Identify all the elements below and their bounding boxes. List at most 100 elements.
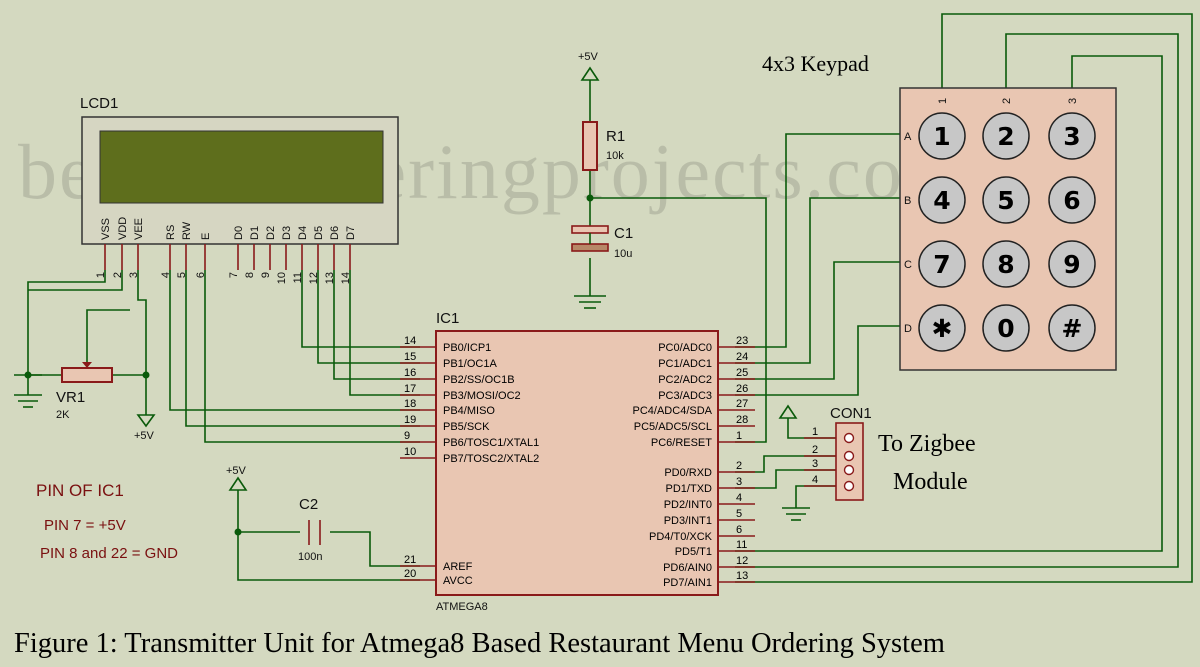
con1-pin-number: 1	[812, 426, 818, 438]
con1-pin-hole	[843, 432, 855, 444]
ic1-pin-number: 11	[736, 539, 747, 551]
vr1-body	[61, 367, 113, 383]
wire-wiper	[86, 309, 130, 366]
lcd-pin-name: D1	[249, 226, 261, 240]
keypad-row-label: C	[904, 259, 912, 271]
wire-row-d	[735, 325, 900, 396]
con1-pin-number: 4	[812, 474, 818, 486]
con1-pin-number: 3	[812, 458, 818, 470]
lcd-pin-number: 12	[308, 272, 320, 284]
keypad-key-label: 9	[1063, 250, 1080, 279]
r1-value: 10k	[606, 150, 624, 162]
wire-avcc	[237, 490, 420, 581]
ic1-pin-number: 15	[404, 351, 416, 363]
c1-ref: C1	[614, 225, 633, 242]
lcd-ref: LCD1	[80, 95, 118, 112]
lcd-pin-name: VEE	[133, 218, 145, 240]
lcd-pins: VSS1VDD2VEE3RS4RW5E6D07D18D29D310D411D51…	[95, 217, 357, 285]
keypad-row-label: D	[904, 323, 912, 335]
keypad-key	[982, 112, 1030, 160]
wire-vss-gnd	[27, 270, 106, 375]
ic1-pin-number: 23	[736, 335, 748, 347]
ic1-pin-label: PD6/AIN0	[663, 562, 712, 574]
ic1-pin-label: PB7/TOSC2/XTAL2	[443, 453, 539, 465]
keypad-key	[918, 112, 966, 160]
ic1-part: ATMEGA8	[436, 601, 488, 613]
c1-plate-bottom	[571, 243, 609, 252]
keypad-key	[918, 176, 966, 224]
ic1-pin-label: PB4/MISO	[443, 405, 495, 417]
wires	[14, 13, 1193, 583]
ic1-pin-number: 9	[404, 430, 410, 442]
lcd-pin-name: RW	[181, 221, 193, 240]
ic1-pin-label: PC1/ADC1	[658, 358, 712, 370]
lcd-pin-name: D7	[345, 226, 357, 240]
wire-e	[204, 270, 420, 443]
keypad-key-label: 0	[997, 314, 1014, 343]
con1-pin-number: 2	[812, 444, 818, 456]
ic1-pin-number: 14	[404, 335, 416, 347]
r1-body	[582, 121, 598, 171]
ic1-pin-label: PC0/ADC0	[658, 342, 712, 354]
keypad-key-label: 7	[933, 250, 950, 279]
ic1-pins: 14PB0/ICP115PB1/OC1A16PB2/SS/OC1B17PB3/M…	[400, 335, 755, 589]
ic1-pin-label: PB5/SCK	[443, 421, 490, 433]
lcd-pin-number: 13	[324, 272, 336, 284]
wire-d4	[301, 270, 420, 348]
ic1-pin-number: 24	[736, 351, 748, 363]
lcd-pin-number: 4	[160, 272, 172, 278]
ic1-pin-label: PD0/RXD	[664, 467, 712, 479]
ic1-pin-label: PC3/ADC3	[658, 390, 712, 402]
ic1-pin-number: 6	[736, 524, 742, 536]
ic1-pin-number: 28	[736, 414, 748, 426]
junction-dot	[234, 528, 242, 536]
c1-capacitor: C1 10u	[571, 225, 633, 260]
lcd-pin-name: D6	[329, 226, 341, 240]
keypad-row-label: A	[904, 131, 912, 143]
ic1-ref: IC1	[436, 310, 459, 327]
c1-plate-top	[571, 225, 609, 234]
lcd-pin-number: 9	[260, 272, 272, 278]
ic1-pin-label: PC2/ADC2	[658, 374, 712, 386]
ic1-pin-label: PD5/T1	[675, 546, 712, 558]
vcc-symbol-c2: +5V	[226, 465, 248, 491]
c2-ref: C2	[299, 496, 318, 513]
keypad-key	[1048, 112, 1096, 160]
keypad-key-label: 5	[997, 186, 1014, 215]
notes-line2: PIN 8 and 22 = GND	[40, 545, 178, 562]
vr1-ref: VR1	[56, 389, 85, 406]
keypad-key-label: 3	[1063, 122, 1080, 151]
keypad-key-label: 6	[1063, 186, 1080, 215]
ground-symbol-con1	[782, 507, 810, 521]
ic1-pin-number: 19	[404, 414, 416, 426]
ic1-pin-number: 26	[736, 383, 748, 395]
wire-rs	[169, 270, 420, 411]
ic1-pin-number: 3	[736, 476, 742, 488]
lcd-screen	[99, 130, 384, 204]
keypad-title: 4x3 Keypad	[762, 51, 869, 76]
vcc-symbol-vr1: +5V	[134, 414, 156, 442]
ic1-pin-number: 1	[736, 430, 742, 442]
lcd-pin-name: E	[200, 233, 212, 240]
wire-row-c	[735, 261, 900, 380]
wire-d5	[317, 270, 420, 364]
lcd-pin-name: D5	[313, 226, 325, 240]
ic1-pin-label: PD2/INT0	[664, 499, 712, 511]
lcd-pin-number: 3	[128, 272, 140, 278]
lcd-pin-name: D3	[281, 226, 293, 240]
keypad-key-label: 4	[933, 186, 950, 215]
wire-rw	[185, 270, 420, 427]
keypad-key-label: #	[1062, 314, 1083, 343]
con1-label-line1: To Zigbee	[878, 431, 976, 457]
wire-aref	[330, 531, 420, 567]
junction-dot	[142, 371, 150, 379]
c2-capacitor: C2 100n	[298, 496, 322, 563]
ic1-pin-number: 17	[404, 383, 416, 395]
con1-pin-hole	[843, 450, 855, 462]
wire-vee-vcc	[137, 270, 147, 415]
ic1-body	[435, 330, 719, 596]
ic1-pin-number: 4	[736, 492, 742, 504]
keypad-key	[1048, 304, 1096, 352]
keypad-col-label: 3	[1067, 98, 1079, 104]
keypad-key	[918, 304, 966, 352]
